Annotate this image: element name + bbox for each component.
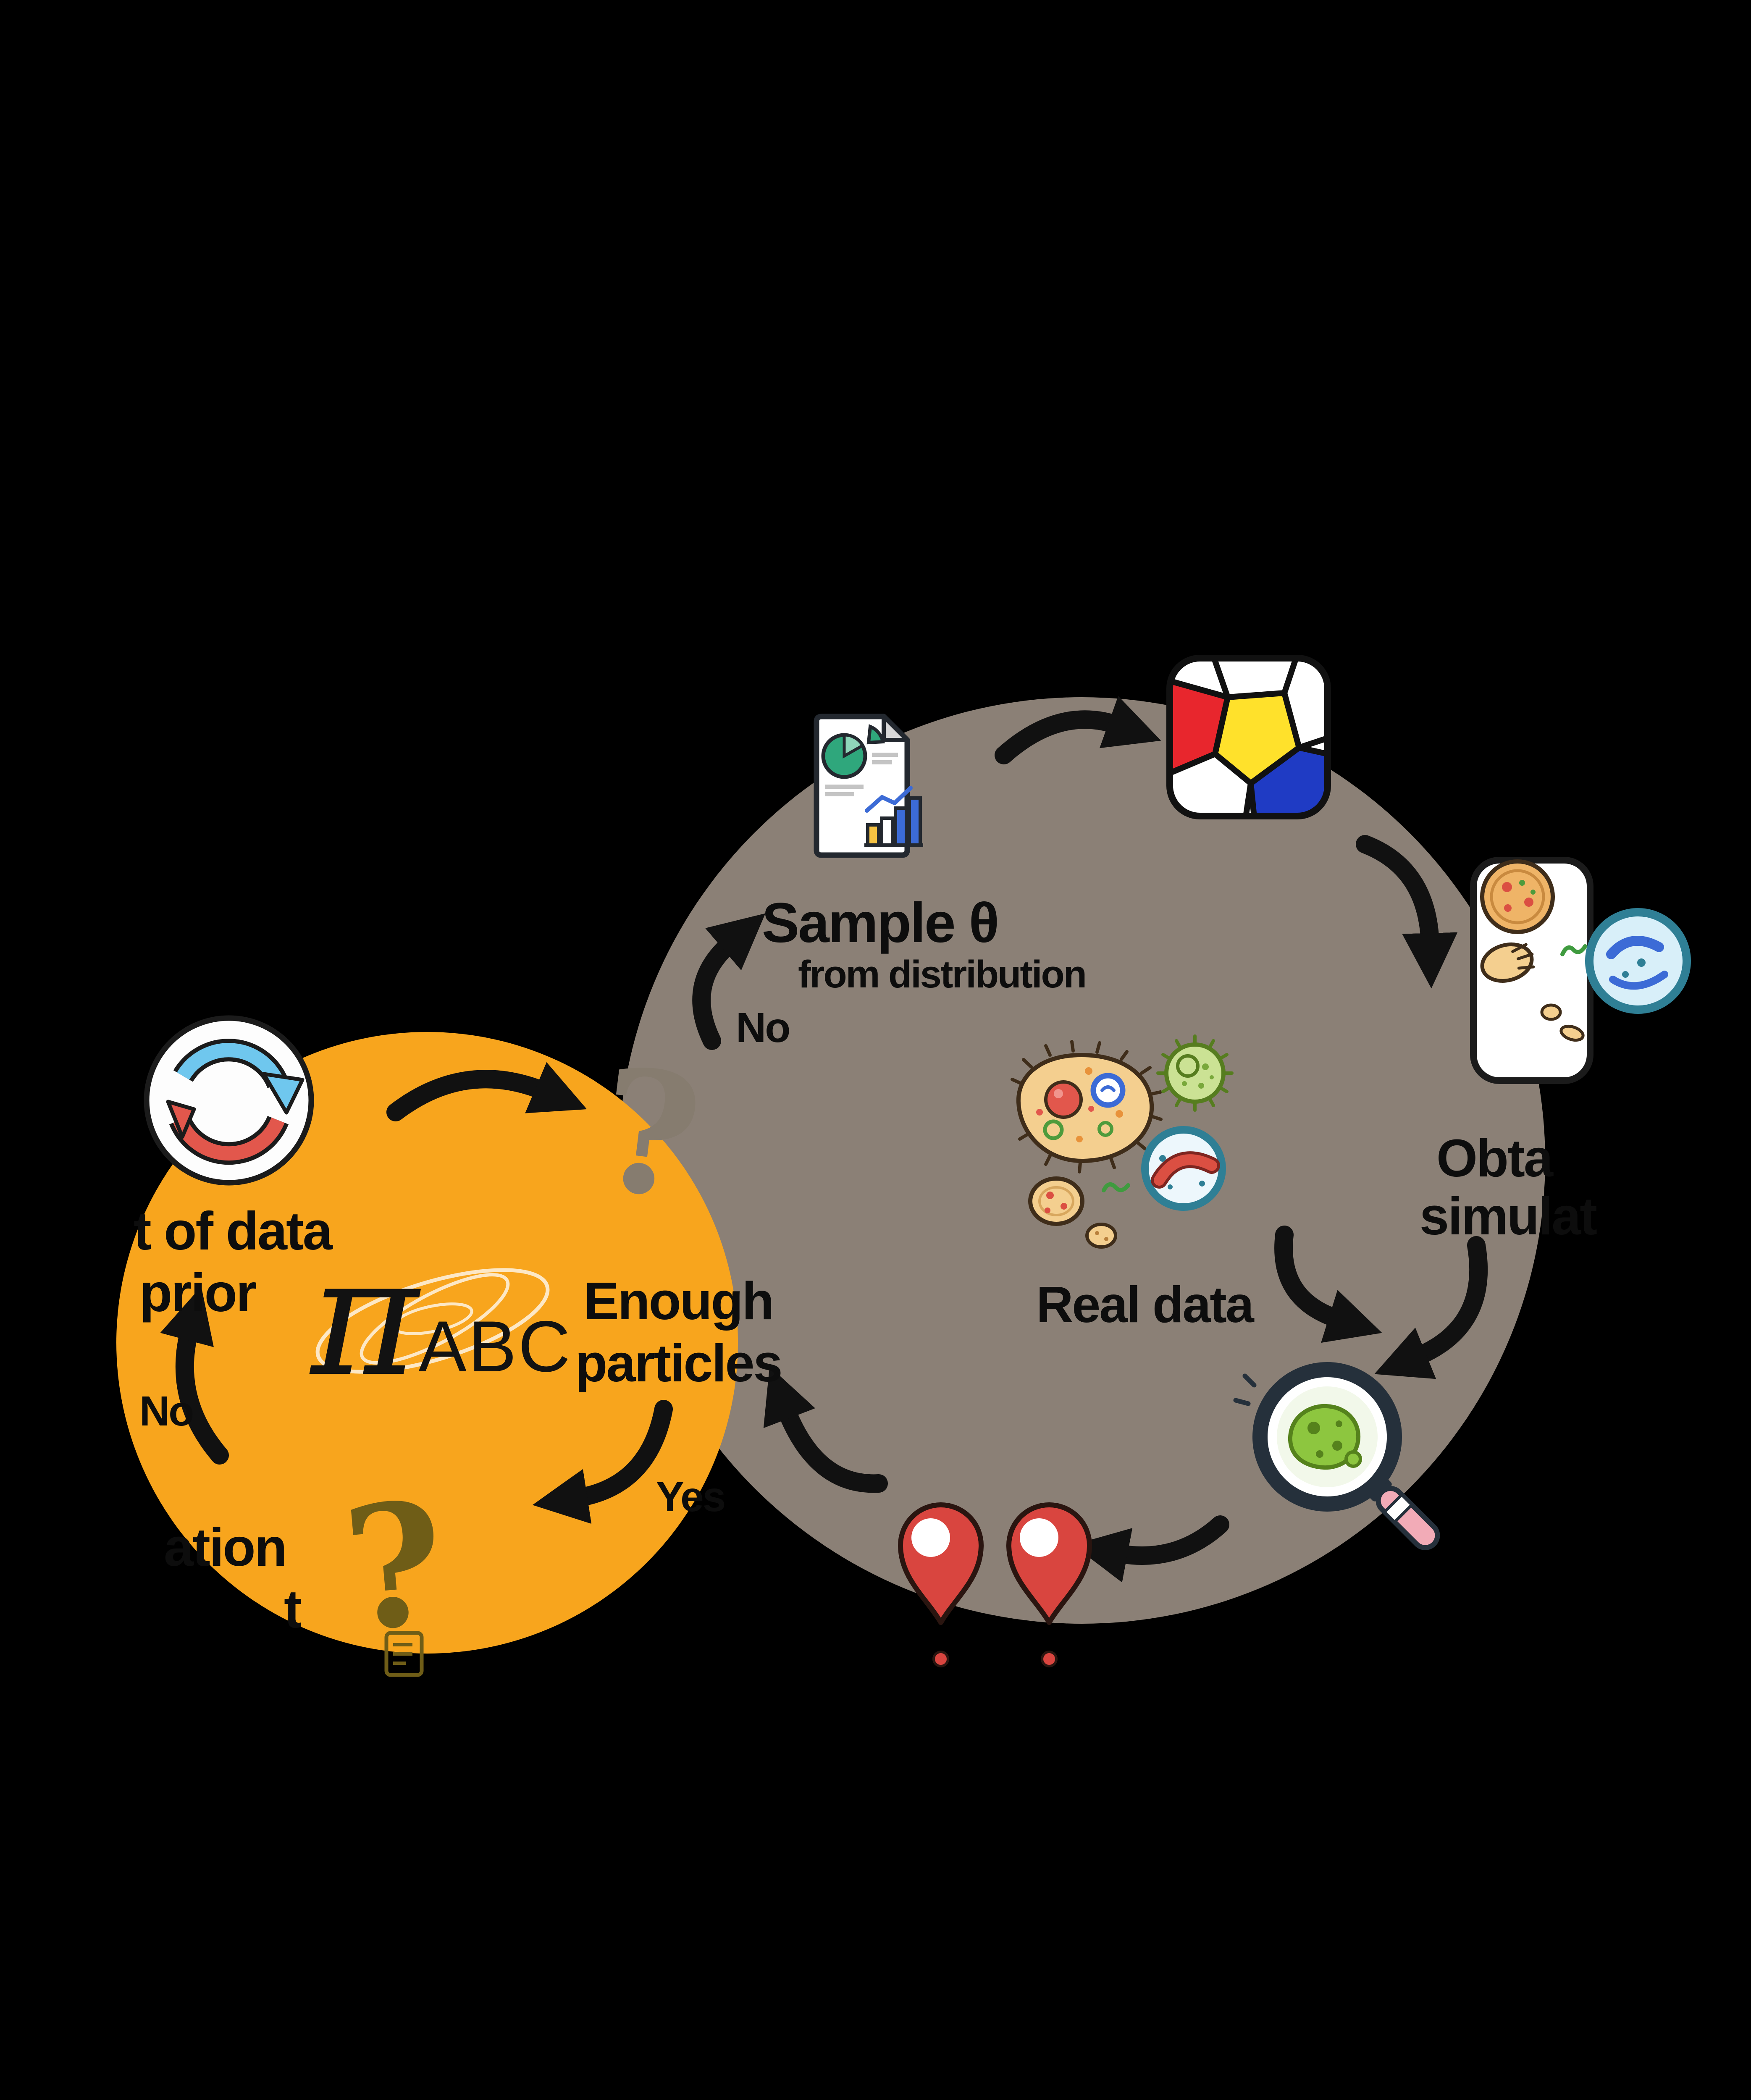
note-tag-icon: [384, 1631, 424, 1677]
simulation-label-line1: ation: [164, 1517, 287, 1578]
simulation-label-line2: t: [284, 1579, 302, 1639]
set-of-data-label-line2: prior: [139, 1263, 257, 1323]
pi-subscript: ABC: [418, 1306, 572, 1387]
no-label-mid: No: [736, 1004, 790, 1051]
yes-label: Yes: [656, 1473, 726, 1520]
small-tan-blob: [1085, 1223, 1117, 1249]
simulated-worm: [1560, 944, 1587, 956]
magnifier-compare-icon: [1233, 1362, 1440, 1550]
tan-dish-cell: [1028, 1176, 1084, 1226]
set-of-data-label-line1: t of data: [134, 1201, 333, 1261]
sample-theta-label: Sample θ: [761, 892, 999, 954]
spiky-virus-cell: [1156, 1034, 1234, 1112]
voronoi-model-icon: [1166, 655, 1331, 819]
map-pin-left: [898, 1502, 984, 1667]
obtain-simulated-label-line1: Obta: [1436, 1129, 1553, 1188]
map-pin-icon: [898, 1502, 1092, 1667]
real-data-microbes-illustration: [1011, 1034, 1234, 1249]
enough-particles-label-line1: Enough: [583, 1271, 774, 1331]
no-label-left: No: [139, 1388, 194, 1435]
from-distribution-label: from distribution: [798, 953, 1087, 996]
real-data-label: Real data: [1036, 1276, 1254, 1333]
pi-abc-label: πABC: [311, 1235, 572, 1399]
petri-dish-cell: [1141, 1126, 1226, 1211]
question-mark-icon: ?: [336, 1464, 452, 1670]
simulated-pizza-cell: [1480, 859, 1555, 934]
question-mark-icon: ?: [589, 1030, 711, 1238]
enough-particles-label-line2: particles: [575, 1334, 782, 1393]
map-pin-right: [1006, 1502, 1092, 1667]
refresh-icon: [144, 1015, 314, 1186]
simulated-blue-cell: [1585, 908, 1691, 1014]
pi-symbol: π: [311, 1222, 419, 1412]
amoeba-cell: [1011, 1040, 1163, 1173]
chart-document-icon: [814, 714, 923, 858]
green-worm: [1102, 1182, 1130, 1192]
simulated-amoeba: [1480, 942, 1535, 983]
simulated-data-illustration: [1470, 857, 1691, 1084]
obtain-simulated-label-line2: simulat: [1420, 1186, 1597, 1246]
